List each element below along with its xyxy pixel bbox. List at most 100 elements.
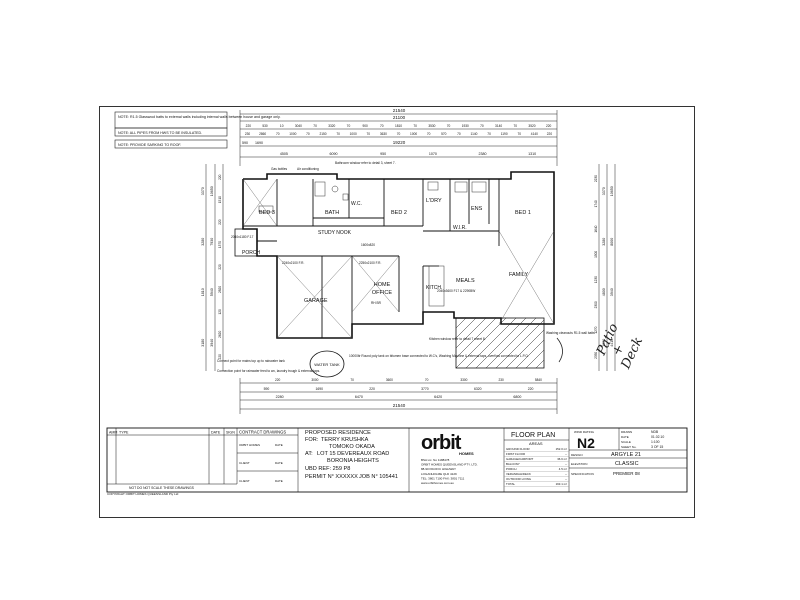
dim-bottom-2-1: 6470 — [355, 395, 363, 399]
drawn-label: DRAWN — [621, 430, 632, 434]
sign-header: SIGN — [226, 431, 235, 435]
dim-right-3-0: 2230 — [594, 175, 598, 182]
annotation-poly-tank: 10000ltr Round poly tank on bitumen base… — [349, 354, 529, 358]
dim-top-row4-10: 70 — [397, 132, 401, 136]
drawing-sheet: NOTE: R1.5 Glasswool batts to external w… — [99, 106, 695, 518]
left-dimensions — [205, 164, 224, 371]
area-row-label-7: TOTAL — [506, 482, 515, 486]
area-row-value-4: 4.5 m² — [559, 467, 567, 471]
dim-bottom-3-6: 230 — [498, 378, 504, 382]
dim-left-1-2: 1810 — [201, 288, 205, 296]
not-to-scale-note: NOT DO NOT SCALE THESE DRAWINGS — [129, 486, 195, 490]
area-row-value-3: -- — [565, 462, 567, 466]
company-line-1: ORBIT HOMES QUEENSLAND PTY. LTD. — [421, 463, 478, 467]
area-row-value-0: 152.0 m² — [556, 447, 567, 451]
dim-top-row6-0: 4505 — [280, 152, 288, 156]
company-line-5: www.orbithomes.com.au — [421, 481, 454, 485]
area-row-label-3: BALCONY — [506, 462, 520, 466]
annotation-garage-door-1: 2240x2100 F.R. — [282, 261, 304, 265]
dim-top-row3-1: 530 — [262, 124, 268, 128]
elevation-label: ELEVATION — [571, 462, 587, 466]
client-sign-label-2: CLIENT — [239, 479, 250, 483]
dim-bottom-2-3: 6800 — [513, 395, 521, 399]
client-sign-label-1: CLIENT — [239, 461, 250, 465]
dim-bottom-1-1: 1690 — [315, 387, 323, 391]
room-porch: PORCH — [242, 250, 260, 256]
dim-top-row3-18: 220 — [546, 124, 552, 128]
dim-right-2-0: 10650 — [610, 186, 614, 196]
dim-bottom-1-3: 3770 — [421, 387, 429, 391]
room-wc: W.C. — [351, 201, 362, 207]
sheet-label: SHEET No. — [621, 445, 637, 449]
client-name-1: TERRY KRUSHKA — [321, 437, 369, 443]
dim-left-3-8: 220 — [218, 354, 222, 360]
dim-top-row3-12: 70 — [447, 124, 451, 128]
handwritten-note: Patio + Deck — [594, 321, 647, 372]
dim-right-3-2: 1640 — [594, 225, 598, 232]
dim-bottom-3-4: 70 — [425, 378, 429, 382]
dim-top-row3-5: 3320 — [328, 124, 335, 128]
dim-bottom-1-0: 590 — [264, 387, 270, 391]
room-bath: BATH — [325, 210, 339, 216]
water-tank-shape — [309, 350, 345, 378]
areas-label: AREAS — [529, 441, 543, 446]
dim-left-2-1: 7930 — [210, 238, 214, 246]
note-3: NOTE: PROVIDE SARKING TO ROOF. — [118, 143, 181, 147]
dim-right-3-3: 1500 — [594, 251, 598, 258]
annotation-sliding-door: 2040x3600 F17 & 2290BW — [437, 289, 475, 293]
elevation-value: CLASSIC — [615, 461, 639, 467]
dim-top-row4-9: 3630 — [380, 132, 387, 136]
dim-top-row4-19: 4140 — [531, 132, 538, 136]
area-row-value-6: -- — [565, 477, 567, 481]
dim-top-row4-11: 1000 — [410, 132, 417, 136]
date-label-2: DATE — [275, 461, 283, 465]
company-line-2: 88-90 PACIFIC HIGHWAY — [421, 467, 456, 471]
dim-left-2-0: 10650 — [210, 186, 214, 196]
room-bed2: BED 2 — [391, 210, 407, 216]
scale-value: 1:100 — [651, 440, 660, 444]
company-line-0: BSA Lic. No 1188478 — [421, 458, 450, 462]
date-header: DATE — [211, 431, 221, 435]
dim-top-row4-17: 1190 — [501, 132, 508, 136]
dim-left-3-7: 2620 — [218, 331, 222, 338]
area-row-value-5: -- — [565, 472, 567, 476]
dim-left-1-0: 3370 — [201, 187, 205, 195]
dim-bottom-3-3: 3600 — [386, 378, 393, 382]
note-1: NOTE: R1.5 Glasswool batts to external w… — [118, 115, 281, 119]
wind-rating-value: N2 — [577, 435, 595, 451]
dim-top-row4-20: 220 — [547, 132, 553, 136]
room-bed1: BED 1 — [515, 210, 531, 216]
dim-top-row3-17: 3520 — [528, 124, 535, 128]
dim-right-2-2: 3940 — [610, 288, 614, 296]
dim-top-row4-16: 70 — [487, 132, 491, 136]
dim-bottom-3-7: 5840 — [535, 378, 542, 382]
permit-number: PERMIT N° XXXXXX — [305, 474, 358, 480]
room-wir: W.I.R. — [453, 225, 467, 231]
dim-top-row3-7: 900 — [362, 124, 368, 128]
company-line-4: TEL: 3801 7100 FAX: 3801 7111 — [421, 476, 465, 480]
dim-top-row4-12: 70 — [427, 132, 431, 136]
sheet-value: 3 OF 15 — [651, 445, 663, 449]
dim-top-row4-8: 70 — [367, 132, 371, 136]
dim-right-1-2: 4800 — [602, 288, 606, 296]
dim-bottom-2-2: 6420 — [434, 395, 442, 399]
spec-value: PREMIER 08 — [613, 471, 640, 476]
sheet-border — [99, 106, 695, 518]
scale-label: SCALE — [621, 440, 631, 444]
dim-left-3-0: 220 — [218, 174, 222, 180]
annotation-garage-door-2: 2250x2100 F.R. — [359, 261, 381, 265]
dim-top-row3-2: 10 — [280, 124, 284, 128]
at-label: AT: — [305, 451, 313, 457]
dim-right-1-1: 3280 — [602, 238, 606, 246]
dim-right-2-3: 4410 — [610, 339, 614, 347]
dim-bottom-overall: 21540 — [393, 403, 406, 408]
dim-right-3-7: 2350 — [594, 352, 598, 359]
area-row-label-1: FIRST FLOOR — [506, 452, 525, 456]
dim-top-row4-6: 70 — [336, 132, 340, 136]
bottom-dimensions — [239, 378, 558, 414]
